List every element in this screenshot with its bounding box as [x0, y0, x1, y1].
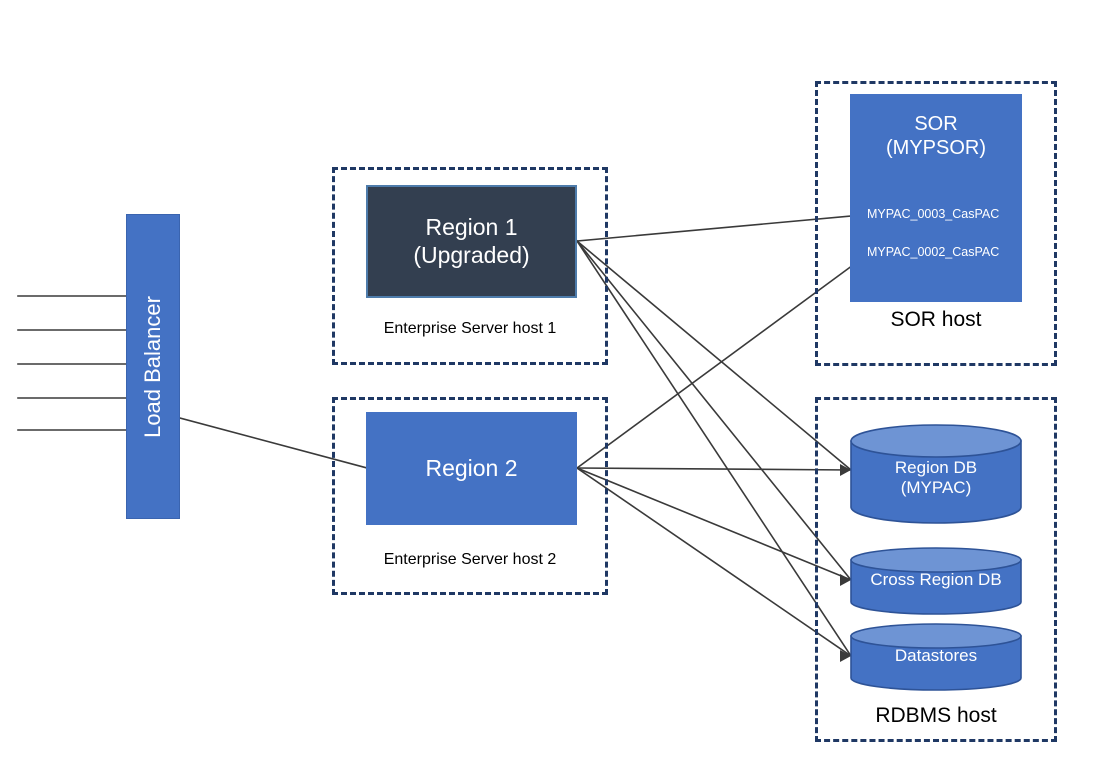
- sor-host-panel: [815, 81, 1057, 366]
- region1-to-cross-region-line: [575, 239, 853, 582]
- load-balancer-node[interactable]: Load Balancer: [126, 214, 180, 519]
- cross-region-db-cylinder[interactable]: Cross Region DB: [850, 547, 1022, 615]
- load-balancer-label: Load Balancer: [140, 295, 166, 438]
- rdbms-host-panel: [815, 397, 1057, 742]
- rdbms-host-caption: RDBMS host: [875, 704, 997, 727]
- sor-label-line1: SOR: [914, 113, 958, 135]
- region2-to-region-db-line: [576, 467, 852, 471]
- region-1-label-line2: (Upgraded): [413, 241, 530, 268]
- region1-to-region-db-line: [575, 239, 853, 472]
- region-db-cylinder[interactable]: Region DB (MYPAC): [850, 424, 1022, 524]
- enterprise-server-host-2-caption: Enterprise Server host 2: [383, 551, 557, 568]
- datastores-cylinder[interactable]: Datastores: [850, 623, 1022, 691]
- enterprise-server-host-2-panel: [332, 397, 608, 595]
- region-1-node[interactable]: Region 1 (Upgraded): [366, 185, 577, 298]
- sor-label-line2: (MYPSOR): [886, 136, 986, 159]
- region1-to-datastores-line: [575, 239, 853, 658]
- enterprise-server-host-1-caption: Enterprise Server host 1: [383, 320, 557, 337]
- region-db-cylinder-shape: [850, 424, 1022, 524]
- sor-host-caption: SOR host: [890, 308, 982, 331]
- sor-instance-0002: MYPAC_0002_CasPAC: [867, 245, 1000, 259]
- region-2-node[interactable]: Region 2: [366, 412, 577, 525]
- cross-region-db-cylinder-shape: [850, 547, 1022, 615]
- region-1-label-line1: Region 1: [425, 214, 518, 241]
- region2-to-cross-region-line: [575, 466, 853, 582]
- region-2-label-line1: Region 2: [425, 454, 518, 481]
- sor-instance-0003: MYPAC_0003_CasPAC: [867, 207, 1000, 221]
- sor-node[interactable]: SOR (MYPSOR) MYPAC_0003_CasPAC MYPAC_000…: [850, 94, 1022, 302]
- datastores-cylinder-shape: [850, 623, 1022, 691]
- region2-to-datastores-line: [575, 466, 853, 658]
- enterprise-server-host-1-panel: [332, 167, 608, 365]
